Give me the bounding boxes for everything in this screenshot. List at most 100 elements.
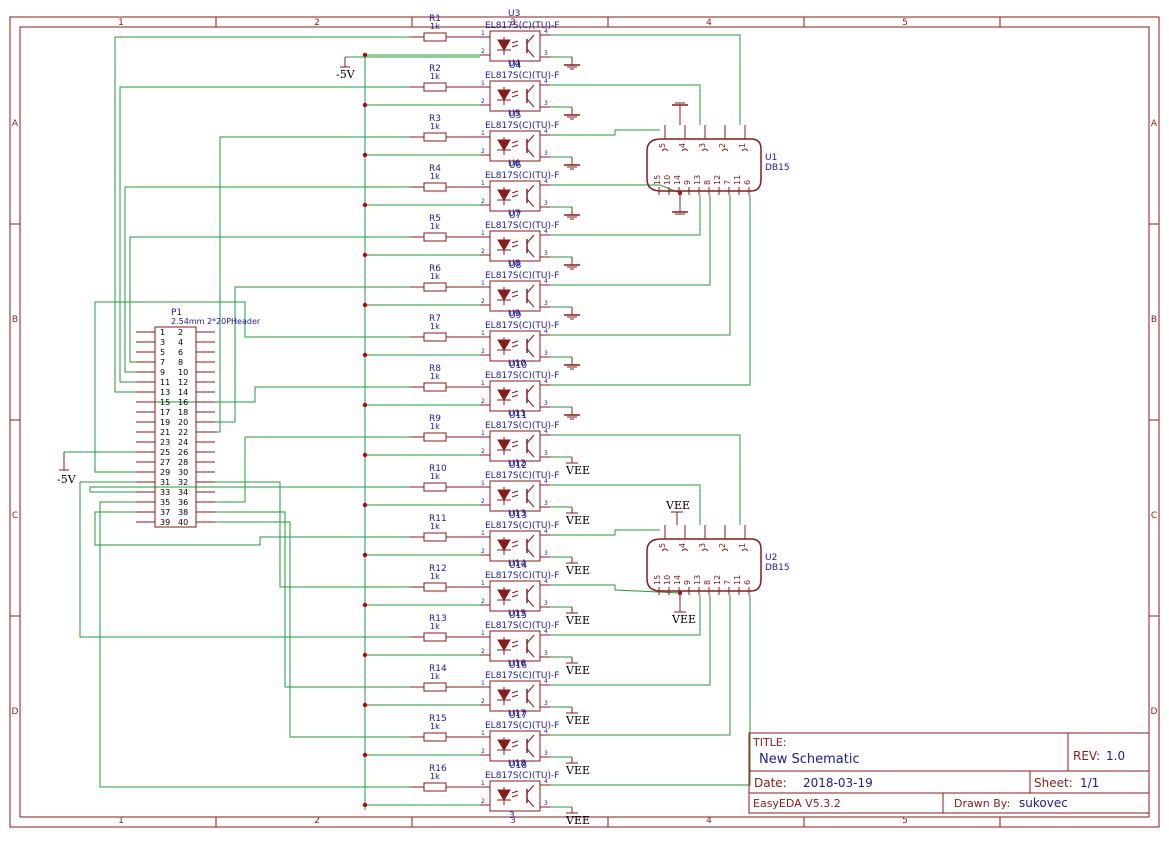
led-diode	[497, 289, 511, 301]
part-ref: U14	[508, 559, 526, 569]
light-arrow	[511, 440, 519, 444]
light-arrow	[511, 244, 519, 248]
pin-num: 2	[481, 648, 485, 655]
optocoupler-body	[489, 330, 541, 362]
resistor-value: 1k	[430, 772, 440, 781]
collector-wire	[550, 184, 681, 194]
optocoupler-body	[489, 80, 541, 112]
db15-shell	[646, 538, 762, 592]
resistor-ref: R6	[429, 264, 441, 274]
resistor-body	[423, 432, 447, 442]
connector-value: DB15	[765, 563, 790, 573]
part-value: EL817S(C)(TU)-F	[485, 221, 559, 231]
pin-num: 2	[481, 698, 485, 705]
collector-wire	[550, 195, 701, 236]
resistor-ref: R9	[429, 414, 441, 424]
transistor-emitter	[526, 148, 535, 158]
optocoupler-body	[489, 280, 541, 312]
vee-label-bottom: VEE	[671, 613, 696, 626]
junction	[362, 152, 368, 158]
light-arrow	[511, 90, 519, 94]
light-arrow	[511, 394, 519, 398]
header-pin-left: 13	[160, 388, 170, 397]
led-diode	[497, 539, 511, 551]
part-value: EL817S(C)(TU)-F	[485, 171, 559, 181]
part-ref: U4	[508, 59, 521, 69]
header-pin-left: 35	[160, 498, 170, 507]
collector-wire	[550, 595, 731, 736]
optocoupler-body	[489, 380, 541, 412]
db15-bottom-pin: 15	[653, 175, 662, 185]
column-label-top: 3	[510, 18, 516, 28]
junction	[362, 652, 368, 658]
part-value: EL817S(C)(TU)-F	[485, 121, 559, 131]
part-value: EL817S(C)(TU)-F	[485, 721, 559, 731]
resistor-value: 1k	[430, 22, 440, 31]
anode-wire	[99, 501, 410, 788]
junction	[362, 202, 368, 208]
anode-wire	[114, 36, 410, 393]
resistor-ref: R16	[429, 764, 447, 774]
collector-wire	[550, 584, 681, 594]
transistor-emitter	[526, 48, 535, 58]
pin-num: 3	[544, 550, 548, 557]
db15-top-pin: 2	[718, 143, 727, 148]
resistor-body	[423, 732, 447, 742]
pin-num: 3	[544, 800, 548, 807]
light-arrow	[511, 344, 519, 348]
anode-wire	[196, 286, 410, 423]
resistor-ref: R1	[429, 14, 441, 24]
db15-socket	[681, 148, 689, 152]
header-pin-right: 12	[178, 378, 188, 387]
transistor-emitter	[526, 798, 535, 808]
pin-num: 4	[544, 478, 548, 485]
resistor-value: 1k	[430, 122, 440, 131]
anode-wire	[94, 301, 410, 473]
vee-label: VEE	[565, 764, 590, 777]
resistor-body	[423, 682, 447, 692]
pin-num: 2	[481, 798, 485, 805]
collector-wire	[550, 434, 741, 525]
part-ref-next: U12	[509, 461, 527, 471]
part-ref-next: U4	[509, 61, 522, 71]
part-ref-next: 3	[509, 811, 515, 821]
pin-num: 1	[481, 180, 485, 187]
header-pin-right: 2	[178, 328, 183, 337]
pin-num: 2	[481, 448, 485, 455]
db15-socket	[701, 548, 709, 552]
resistor-value: 1k	[430, 672, 440, 681]
resistor-body	[423, 32, 447, 42]
pin-num: 1	[481, 380, 485, 387]
junction	[362, 702, 368, 708]
header-pin-right: 32	[178, 478, 188, 487]
db15-socket	[661, 148, 669, 152]
header-pin-left: 19	[160, 418, 170, 427]
header-pin-right: 28	[178, 458, 188, 467]
light-arrow	[511, 690, 519, 694]
junction	[362, 552, 368, 558]
pin-num: 1	[481, 530, 485, 537]
transistor-collector	[526, 534, 535, 544]
transistor-emitter	[526, 98, 535, 108]
header-pin-right: 6	[178, 348, 183, 357]
transistor-collector	[526, 384, 535, 394]
transistor-collector	[526, 484, 535, 494]
anode-wire	[89, 486, 410, 493]
pin-num: 2	[481, 748, 485, 755]
header-pin-right: 20	[178, 418, 188, 427]
part-ref: U3	[508, 9, 520, 19]
part-value: EL817S(C)(TU)-F	[485, 471, 559, 481]
drawn-by-label: Drawn By:	[954, 797, 1010, 810]
db15-bottom-pin: 9	[683, 180, 692, 185]
inner-border	[19, 26, 1150, 818]
part-ref-next: U10	[509, 361, 527, 371]
light-arrow	[511, 644, 519, 648]
transistor-emitter	[526, 248, 535, 258]
part-ref-next: U14	[509, 561, 527, 571]
